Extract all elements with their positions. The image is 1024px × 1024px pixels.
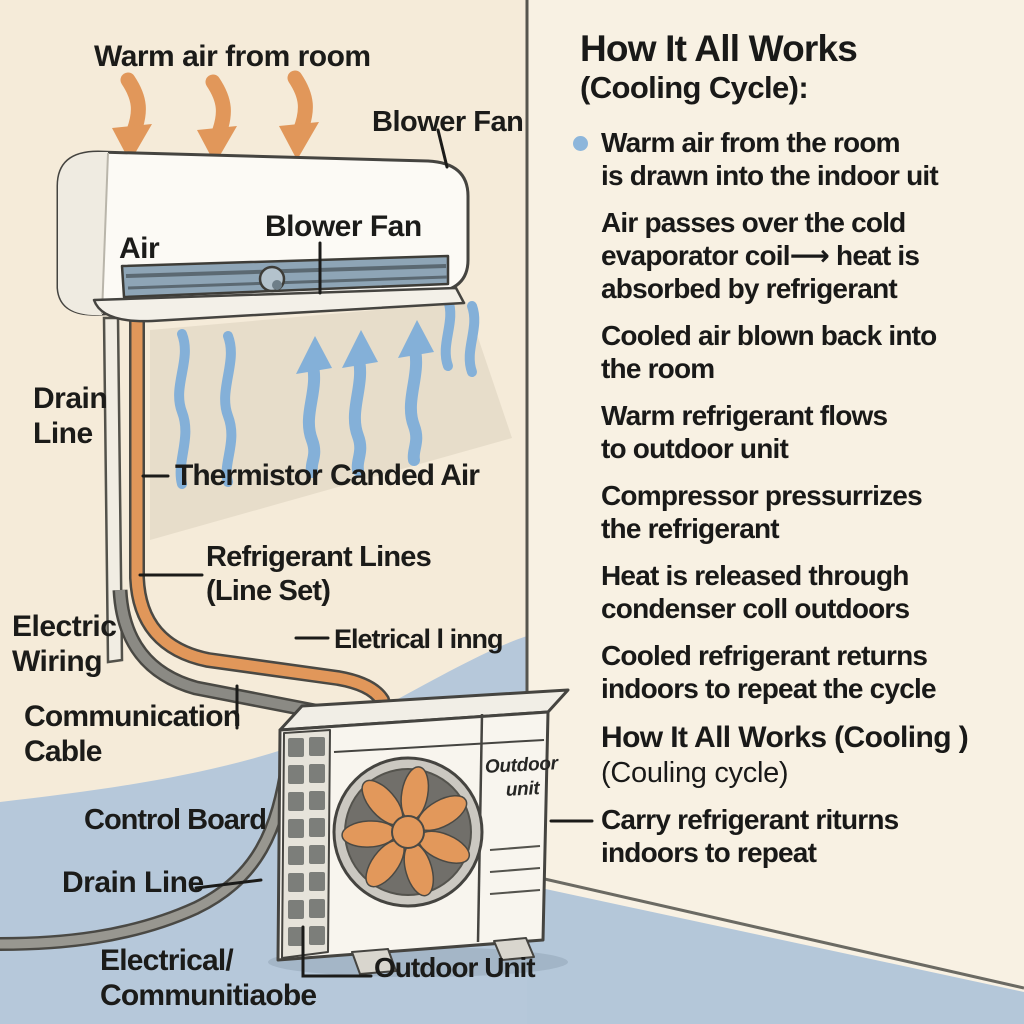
leader-blower-fan-top (436, 128, 449, 169)
cooling-cycle-steps: Warm air from the room is drawn into the… (573, 126, 1021, 883)
right-floor (526, 873, 1024, 1024)
indoor-unit-endcap (58, 152, 108, 316)
label-communication-cable: Communication Cable (24, 700, 241, 768)
label-control-board: Control Board (84, 804, 267, 836)
step-text-line: the room (601, 353, 715, 384)
label-drain-line-bottom: Drain Line (62, 866, 204, 899)
fan-hub (391, 815, 425, 849)
list-item: Carry refrigerant riturns indoors to rep… (601, 803, 1021, 869)
list-item: Cooled refrigerant returns indoors to re… (601, 639, 1021, 705)
unit-feet (351, 937, 535, 975)
label-refrigerant-lines: Refrigerant Lines (Line Set) (206, 541, 432, 607)
label-thermistor: Thermistor (175, 459, 323, 492)
right-wall-background (527, 0, 1024, 1024)
down-arrowhead-icon (197, 126, 237, 164)
step-text-line: condenser coll outdoors (601, 593, 910, 624)
step-text-line: Carry refrigerant riturns (601, 804, 899, 835)
step-text-line: Air passes over the cold (601, 207, 906, 238)
connection-lines (0, 316, 396, 951)
list-item: Warm refrigerant flows to outdoor unit (601, 399, 1021, 465)
panel-vents (489, 845, 541, 895)
panel-subheading: How It All Works (Cooling ) (601, 721, 969, 754)
list-item: Cooled air blown back into the room (601, 319, 1021, 385)
label-electric-wiring: Electric Wiring (12, 610, 117, 678)
label-outdoor-unit: Outdoor Unit (374, 952, 536, 983)
panel-subtitle: (Cooling Cycle): (580, 70, 809, 105)
refrigerant-line (129, 320, 396, 723)
list-item: Heat is released through condenser coll … (601, 559, 1021, 625)
step-text-line: Warm air from the room (601, 127, 901, 158)
step-text-line: the refrigerant (601, 513, 780, 544)
outdoor-unit (268, 688, 570, 977)
fan-blades (341, 766, 471, 897)
label-eletrical-linng: Eletrical l inng (334, 624, 504, 654)
cool-air-wavy-lines (174, 295, 480, 489)
leader-outdoor-unit (301, 925, 373, 978)
indoor-unit (56, 150, 470, 323)
step-text-line: to outdoor unit (601, 433, 789, 464)
label-warm-air-from-room: Warm air from room (94, 40, 371, 73)
leader-lines (138, 128, 594, 978)
label-blower-fan-inner: Blower Fan (265, 210, 422, 243)
step-text-line: indoors to repeat (601, 837, 817, 868)
panel-subnote: (Couling cycle) (601, 757, 789, 789)
label-air: Air (119, 232, 160, 265)
warm-air-arrows (112, 70, 319, 164)
step-text-line: indoors to repeat the cycle (601, 673, 937, 704)
label-canded-air: Canded Air (330, 459, 480, 492)
leader-drain-bottom (194, 878, 263, 890)
outdoor-fan (332, 756, 484, 908)
step-text-line: evaporator coil⟶ heat is (601, 240, 920, 271)
drain-pipe (0, 759, 295, 951)
bullet-dot-icon (573, 136, 588, 151)
panel-title: How It All Works (580, 28, 858, 69)
step-text-line: is drawn into the indoor uit (601, 160, 939, 191)
communication-cable-line (112, 589, 332, 722)
down-arrowhead-icon (112, 124, 152, 162)
cool-air-up-arrows (296, 320, 434, 478)
step-text-line: absorbed by refrigerant (601, 273, 898, 304)
grille-slats (288, 737, 325, 946)
up-arrowhead-icon (342, 330, 378, 368)
step-text-line: Compressor pressurrizes (601, 480, 923, 511)
step-text-line: Heat is released through (601, 560, 909, 591)
label-outdoor-unit-on-unit: Outdoor unit (484, 753, 559, 801)
up-arrowhead-icon (296, 336, 332, 374)
panel-heading: How It All Works (Cooling Cycle): (580, 28, 858, 106)
step-text-line: Cooled air blown back into (601, 320, 937, 351)
list-item: Compressor pressurrizes the refrigerant (601, 479, 1021, 545)
label-electrical-communitiaobe: Electrical/ Communitiaobe (100, 944, 317, 1012)
step-text-line: Cooled refrigerant returns (601, 640, 928, 671)
up-arrowhead-icon (398, 320, 434, 358)
label-drain-line-top: Drain Line (33, 382, 108, 450)
down-arrowhead-icon (279, 122, 319, 160)
step-text-line: Warm refrigerant flows (601, 400, 888, 431)
list-item: Warm air from the room is drawn into the… (573, 126, 1021, 192)
list-item: Air passes over the cold evaporator coil… (601, 206, 1021, 305)
indoor-unit-lip (92, 286, 466, 323)
label-blower-fan-top: Blower Fan (372, 106, 524, 138)
